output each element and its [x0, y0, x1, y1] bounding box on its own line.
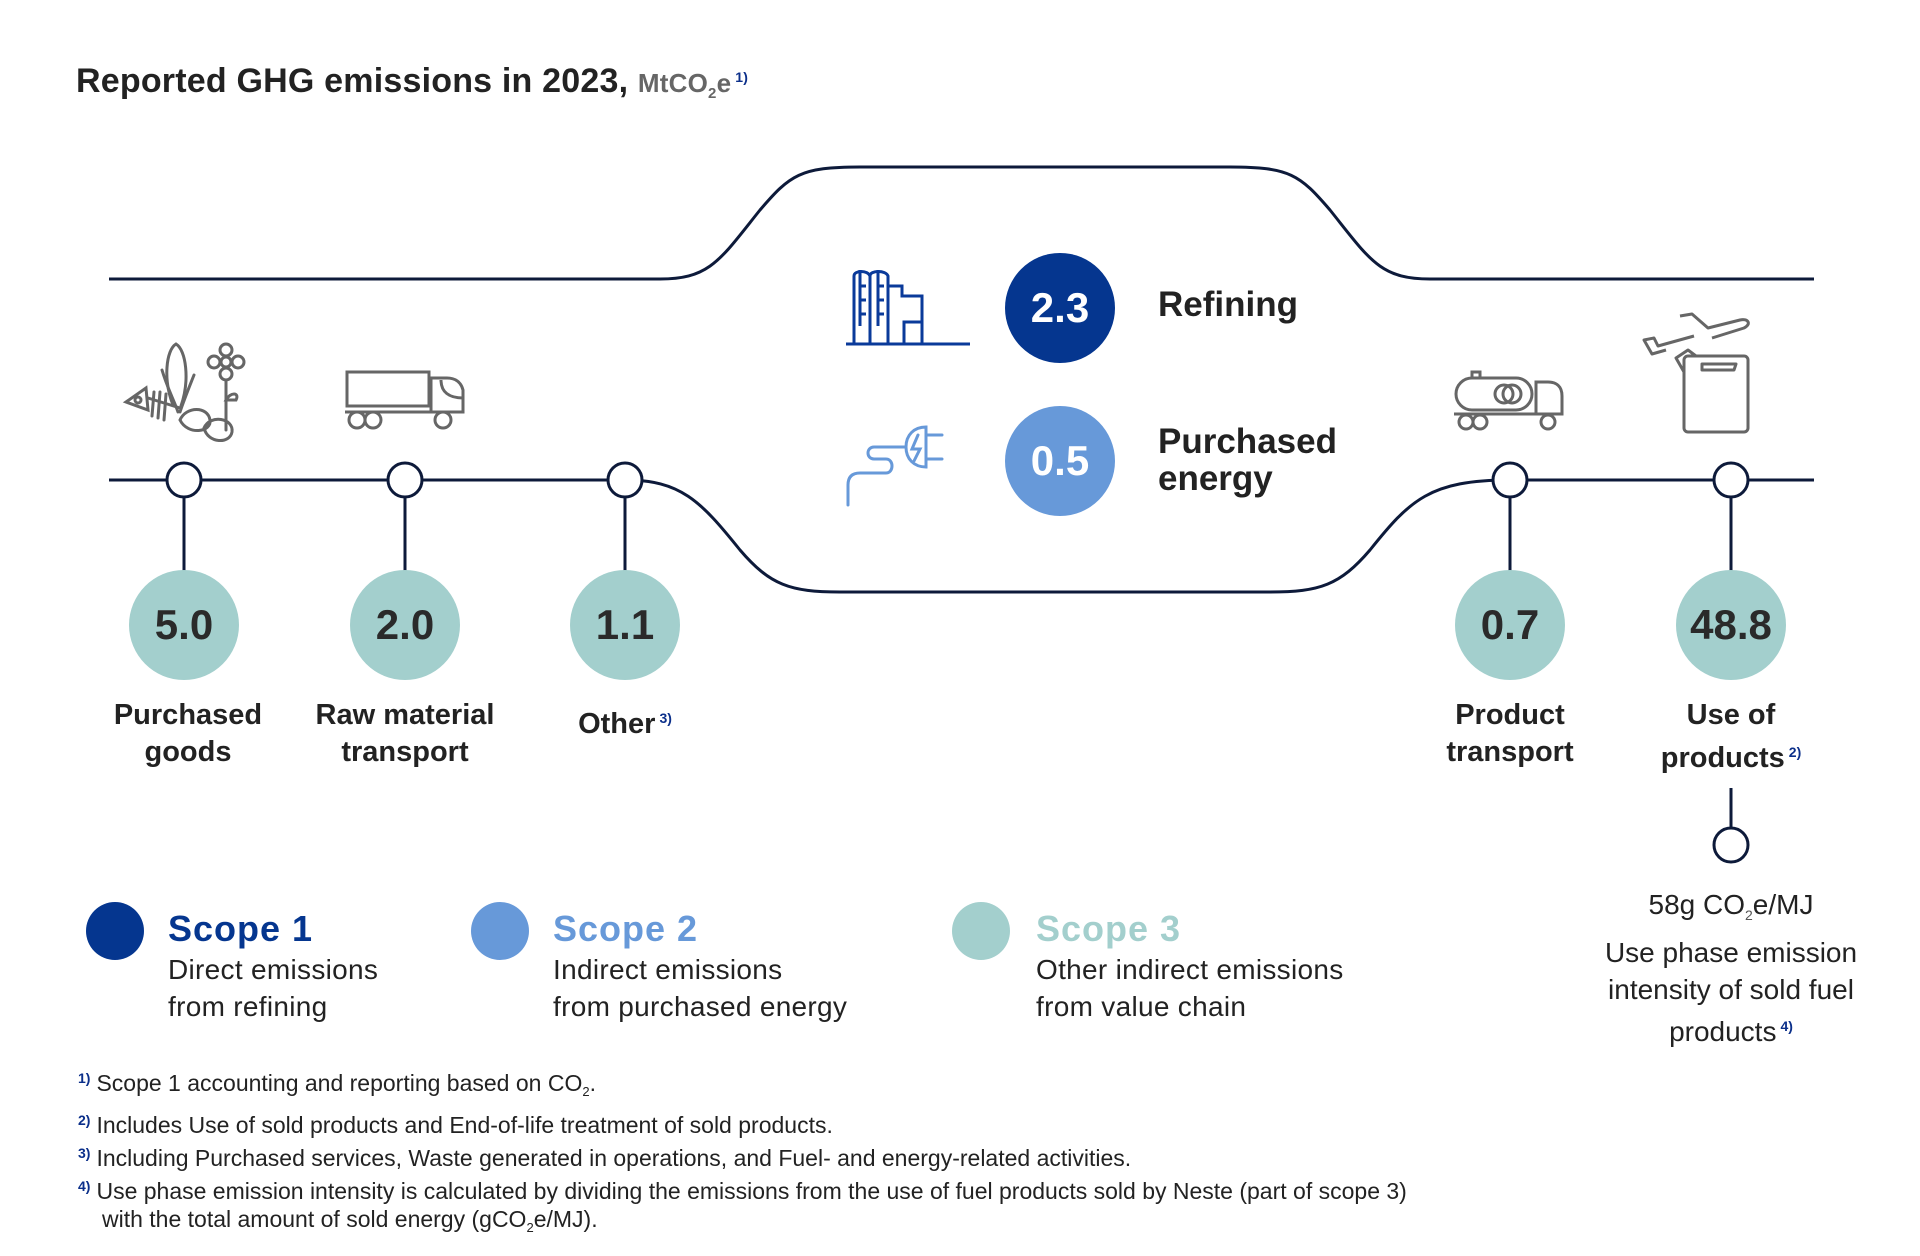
airplane-fuel-can-icon [1642, 312, 1750, 434]
node-use-of-products [1712, 461, 1750, 499]
scope3-legend-dot [952, 902, 1010, 960]
node-raw-material-transport [386, 461, 424, 499]
footnote-ref: 1) [735, 69, 749, 85]
use-phase-intensity-note: 58g CO2e/MJ Use phase emission intensity… [1604, 889, 1858, 1047]
refining-value-bubble: 2.3 [1005, 253, 1115, 363]
refinery-icon [846, 270, 970, 346]
node-other [606, 461, 644, 499]
product-transport-value-bubble: 0.7 [1455, 570, 1565, 680]
title-text: Reported GHG emissions in 2023, [76, 62, 629, 100]
scope1-legend-dot [86, 902, 144, 960]
scope2-legend-title: Scope 2 [553, 908, 699, 949]
raw-material-transport-value-bubble: 2.0 [350, 570, 460, 680]
footnote-2: 2)Includes Use of sold products and End-… [78, 1112, 833, 1138]
footnote-4: 4)Use phase emission intensity is calcul… [78, 1178, 1407, 1204]
footnote-1: 1)Scope 1 accounting and reporting based… [78, 1070, 596, 1099]
use-of-products-value-bubble: 48.8 [1676, 570, 1786, 680]
purchased-energy-value-bubble: 0.5 [1005, 406, 1115, 516]
footnote-4-continued: with the total amount of sold energy (gC… [102, 1206, 598, 1235]
node-product-transport [1491, 461, 1529, 499]
electric-plug-icon [846, 425, 944, 507]
tanker-truck-icon [1454, 370, 1564, 431]
node-use-phase [1712, 826, 1750, 864]
scope3-legend-title: Scope 3 [1036, 908, 1182, 949]
truck-icon [345, 370, 465, 430]
scope1-legend-title: Scope 1 [168, 908, 314, 949]
footnotes: 1)Scope 1 accounting and reporting based… [78, 1064, 1407, 1242]
other-value-bubble: 1.1 [570, 570, 680, 680]
node-purchased-goods [165, 461, 203, 499]
footnote-3: 3)Including Purchased services, Waste ge… [78, 1145, 1132, 1171]
purchased-goods-value-bubble: 5.0 [129, 570, 239, 680]
refining-label: Refining [1158, 285, 1298, 324]
title-unit: MtCO2e [637, 68, 732, 102]
raw-materials-icon [122, 342, 246, 442]
scope2-legend-dot [471, 902, 529, 960]
purchased-energy-label: Purchased energy [1158, 422, 1337, 498]
